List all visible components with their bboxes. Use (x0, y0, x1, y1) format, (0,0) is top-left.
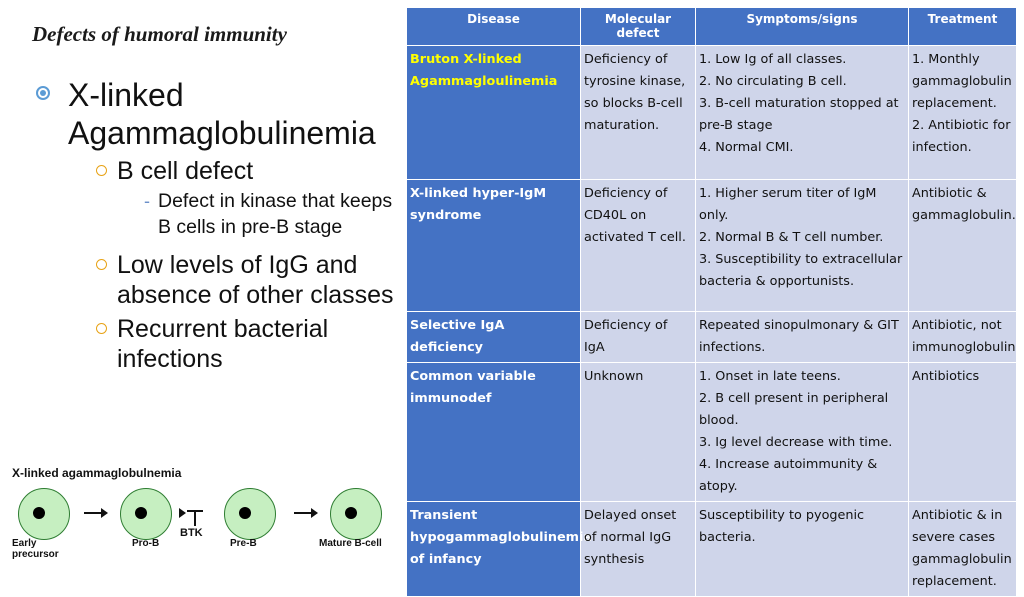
arrow-icon (294, 508, 318, 518)
symptoms-cell: Repeated sinopulmonary & GIT infections. (695, 311, 909, 363)
circle-bullet-icon (36, 86, 50, 100)
stage-label-early-precursor: Early precursor (12, 538, 59, 560)
symptoms-cell: 1. Onset in late teens. 2. B cell presen… (695, 362, 909, 502)
dash-bullet-icon: - (144, 191, 150, 211)
ring-bullet-icon (96, 165, 107, 176)
disease-cell: Common variable immunodef (406, 362, 581, 502)
symptom-line: 4. Normal CMI. (699, 140, 794, 155)
symptoms-cell: 1. Low Ig of all classes. 2. No circulat… (695, 45, 909, 180)
disease-cell: Selective IgA deficiency (406, 311, 581, 363)
nucleus-icon (345, 507, 357, 519)
treatment-line: 2. Antibiotic for infection. (912, 118, 1011, 155)
symptom-line: 1. Higher serum titer of IgM only. (699, 186, 877, 223)
symptom-line: Repeated sinopulmonary & GIT infections. (699, 318, 899, 355)
bullet-sub-2-text: Low levels of IgG and absence of other c… (117, 251, 394, 309)
nucleus-icon (239, 507, 251, 519)
table-header-row: Disease Molecular defect Symptoms/signs … (406, 7, 1017, 46)
stage-label-pre-b: Pre-B (230, 538, 257, 549)
symptoms-cell: 1. Higher serum titer of IgM only. 2. No… (695, 179, 909, 312)
btk-label: BTK (180, 527, 203, 539)
symptom-line: 1. Low Ig of all classes. (699, 52, 847, 67)
symptom-line: 3. Ig level decrease with time. (699, 435, 893, 450)
symptom-line: 2. Normal B & T cell number. (699, 230, 884, 245)
symptom-line: 3. B-cell maturation stopped at pre-B st… (699, 96, 899, 133)
treatment-line: Antibiotic & in severe cases gammaglobul… (912, 508, 1012, 589)
immunodeficiency-table: Disease Molecular defect Symptoms/signs … (406, 7, 1017, 597)
inhibition-stem-icon (194, 510, 196, 526)
disease-cell: X-linked hyper-IgM syndrome (406, 179, 581, 312)
bullet-sub-2: Low levels of IgG and absence of other c… (36, 250, 406, 310)
bullet-sub-3-text: Recurrent bacterial infections (117, 315, 329, 373)
molecular-defect-cell: Deficiency of CD40L on activated T cell. (580, 179, 696, 312)
stage-label-mature-b-cell: Mature B-cell (319, 538, 382, 549)
mature-b-cell (330, 488, 382, 540)
table-row: Bruton X-linked Agammagloulinemia Defici… (406, 45, 1017, 180)
arrow-icon (84, 508, 108, 518)
bullet-sub-3: Recurrent bacterial infections (36, 314, 406, 374)
stage-label-pro-b: Pro-B (132, 538, 160, 549)
symptoms-cell: Susceptibility to pyogenic bacteria. (695, 501, 909, 597)
header-disease: Disease (406, 7, 581, 46)
table-row: Transient hypogammaglobulinemia of infan… (406, 501, 1017, 597)
slide-title: Defects of humoral immunity (32, 22, 287, 46)
symptom-line: 3. Susceptibility to extracellular bacte… (699, 252, 903, 289)
symptom-line: 2. No circulating B cell. (699, 74, 847, 89)
bullet-main: X-linked Agammaglobulinemia (36, 76, 406, 152)
disease-cell: Bruton X-linked Agammagloulinemia (406, 45, 581, 180)
bullet-sub-1-text: B cell defect (117, 157, 254, 185)
treatment-cell: Antibiotic & in severe cases gammaglobul… (908, 501, 1017, 597)
nucleus-icon (135, 507, 147, 519)
bullet-sub-1: B cell defect (36, 156, 406, 186)
treatment-cell: 1. Monthly gammaglobulin replacement. 2.… (908, 45, 1017, 180)
table-row: X-linked hyper-IgM syndrome Deficiency o… (406, 179, 1017, 312)
bullet-main-text: X-linked Agammaglobulinemia (68, 77, 376, 151)
treatment-line: 1. Monthly gammaglobulin replacement. (912, 52, 1012, 111)
symptom-line: 2. B cell present in peripheral blood. (699, 391, 889, 428)
bullet-sub-1-detail: - Defect in kinase that keeps B cells in… (36, 188, 406, 240)
molecular-defect-cell: Deficiency of tyrosine kinase, so blocks… (580, 45, 696, 180)
treatment-cell: Antibiotics (908, 362, 1017, 502)
nucleus-icon (33, 507, 45, 519)
treatment-cell: Antibiotic & gammaglobulin. (908, 179, 1017, 312)
molecular-defect-cell: Deficiency of IgA (580, 311, 696, 363)
disease-cell: Transient hypogammaglobulinemia of infan… (406, 501, 592, 597)
table-row: Common variable immunodef Unknown 1. Ons… (406, 362, 1017, 502)
treatment-line: Antibiotic, not immunoglobulin (912, 318, 1016, 355)
symptom-line: Susceptibility to pyogenic bacteria. (699, 508, 865, 545)
molecular-defect-cell: Unknown (580, 362, 696, 502)
ring-bullet-icon (96, 323, 107, 334)
bullet-list: X-linked Agammaglobulinemia B cell defec… (36, 76, 406, 374)
molecular-defect-cell: Delayed onset of normal IgG synthesis (580, 501, 696, 597)
symptom-line: 4. Increase autoimmunity & atopy. (699, 457, 878, 494)
table-row: Selective IgA deficiency Deficiency of I… (406, 311, 1017, 363)
treatment-line: Antibiotics (912, 369, 980, 384)
bullet-sub-1-detail-text: Defect in kinase that keeps B cells in p… (158, 190, 393, 238)
treatment-line: Antibiotic & gammaglobulin. (912, 186, 1016, 223)
treatment-cell: Antibiotic, not immunoglobulin (908, 311, 1017, 363)
ring-bullet-icon (96, 259, 107, 270)
header-molecular-defect: Molecular defect (580, 7, 696, 46)
symptom-line: 1. Onset in late teens. (699, 369, 841, 384)
pro-b-cell (120, 488, 172, 540)
b-cell-maturation-diagram: X-linked agammaglobulnemia Early precurs… (8, 466, 398, 576)
early-precursor-cell (18, 488, 70, 540)
header-symptoms: Symptoms/signs (695, 7, 909, 46)
diagram-title: X-linked agammaglobulnemia (12, 466, 182, 480)
pre-b-cell (224, 488, 276, 540)
header-treatment: Treatment (908, 7, 1017, 46)
